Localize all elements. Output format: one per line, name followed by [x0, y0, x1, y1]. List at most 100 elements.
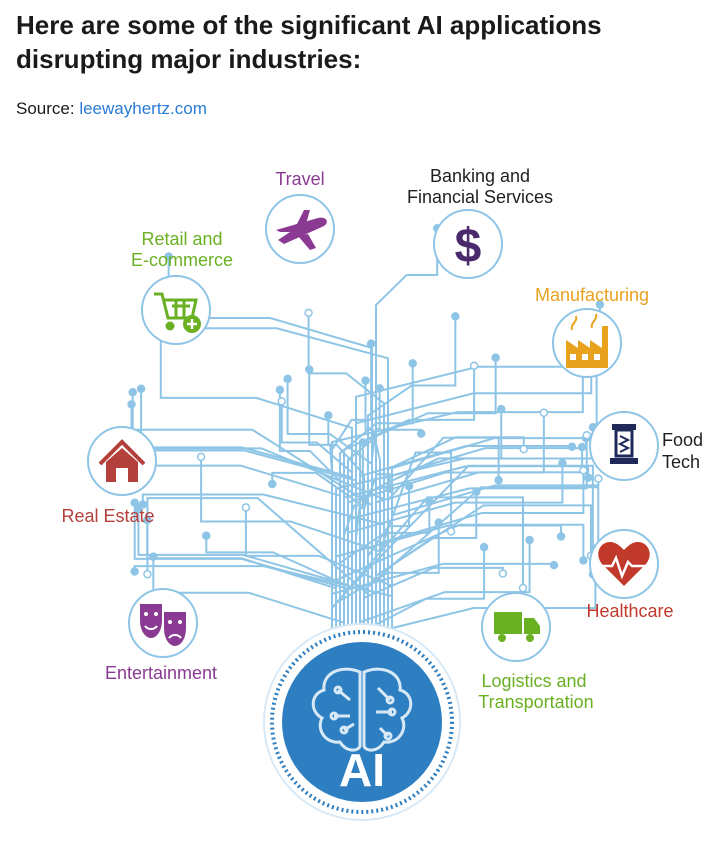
- industry-manufacturing[interactable]: Manufacturing: [535, 285, 649, 378]
- circuit-node: [275, 385, 285, 395]
- industry-logistics[interactable]: Logistics and Transportation: [478, 592, 594, 712]
- circuit-node: [491, 353, 500, 362]
- circuit-trace: [347, 412, 545, 628]
- logistics-label-line-2: Transportation: [478, 692, 593, 712]
- circuit-node: [149, 552, 158, 561]
- house-icon: [98, 439, 146, 482]
- circuit-node: [539, 408, 549, 418]
- healthcare-label: Healthcare: [586, 601, 673, 621]
- circuit-node: [498, 569, 508, 578]
- circuit-node: [358, 438, 368, 447]
- source-label: Source:: [16, 99, 75, 118]
- industry-food-tech[interactable]: Food Tech: [589, 411, 703, 481]
- circuit-node: [143, 569, 152, 579]
- industry-real-estate[interactable]: Real Estate: [61, 426, 157, 526]
- circuit-node: [582, 430, 592, 440]
- banking-label-line-1: Banking and: [430, 166, 530, 186]
- circuit-trace: [331, 348, 584, 628]
- circuit-node: [451, 312, 460, 321]
- circuit-node: [446, 527, 456, 536]
- circuit-trace: [363, 473, 391, 628]
- industry-entertainment[interactable]: Entertainment: [105, 588, 217, 683]
- industry-travel[interactable]: Travel: [265, 169, 335, 264]
- ai-hub[interactable]: AI: [263, 623, 461, 821]
- circuit-node: [385, 484, 394, 493]
- logistics-label-line-1: Logistics and: [481, 671, 586, 691]
- dollar-icon: $: [455, 220, 482, 273]
- circuit-node: [267, 479, 277, 489]
- circuit-node: [519, 444, 528, 454]
- title-line-1: Here are some of the significant AI appl…: [16, 10, 602, 40]
- circuit-node: [375, 384, 384, 393]
- industry-healthcare[interactable]: Healthcare: [586, 529, 674, 621]
- brain-icon: [311, 667, 413, 752]
- circuit-node: [408, 359, 417, 368]
- circuit-node: [425, 497, 434, 506]
- circuit-node: [128, 387, 137, 397]
- circuit-node: [130, 498, 139, 508]
- circuit-trace: [141, 493, 385, 628]
- circuit-trace: [343, 365, 476, 628]
- circuit-node: [579, 466, 588, 475]
- industry-retail[interactable]: Retail and E-commerce: [131, 229, 233, 345]
- circuit-trace: [200, 456, 381, 628]
- source-link[interactable]: leewayhertz.com: [79, 99, 207, 118]
- circuit-node: [304, 308, 313, 318]
- airplane-icon: [276, 210, 327, 250]
- circuit-trace: [363, 486, 600, 628]
- real-estate-label: Real Estate: [61, 506, 154, 526]
- circuit-node: [549, 560, 559, 570]
- circuit-node: [202, 531, 211, 541]
- circuit-node: [556, 532, 566, 541]
- retail-label-line-1: Retail and: [141, 229, 222, 249]
- circuit-node: [583, 473, 593, 482]
- circuit-node: [134, 504, 143, 514]
- food-machine-icon: [610, 424, 638, 464]
- circuit-trace: [387, 436, 525, 628]
- circuit-trace: [335, 523, 585, 628]
- circuit-node: [366, 339, 376, 348]
- title-line-2: disrupting major industries:: [16, 44, 362, 74]
- circuit-node: [579, 556, 588, 565]
- circuit-node: [434, 518, 444, 527]
- circuit-node: [241, 503, 251, 512]
- food-label-line-2: Tech: [662, 452, 700, 472]
- theater-masks-icon: [140, 604, 186, 646]
- circuit-node: [494, 475, 503, 485]
- circuit-node: [469, 361, 479, 370]
- circuit-node: [525, 535, 534, 545]
- hub-label: AI: [339, 744, 385, 796]
- circuit-node: [479, 542, 489, 552]
- circuit-node: [127, 400, 136, 409]
- page-title: Here are some of the significant AI appl…: [16, 8, 706, 76]
- circuit-node: [404, 481, 414, 491]
- circuit-trace: [137, 509, 349, 628]
- circuit-node: [283, 374, 292, 384]
- circuit-node: [136, 384, 146, 394]
- food-label-line-1: Food: [662, 430, 703, 450]
- circuit-trace: [391, 478, 600, 628]
- heartbeat-icon: [598, 542, 650, 586]
- truck-icon: [494, 612, 540, 642]
- entertainment-label: Entertainment: [105, 663, 217, 683]
- retail-label-line-2: E-commerce: [131, 250, 233, 270]
- circuit-node: [518, 583, 528, 593]
- circuit-trace: [159, 333, 353, 628]
- circuit-trace: [391, 359, 598, 628]
- source-line: Source: leewayhertz.com: [16, 99, 207, 119]
- circuit-node: [416, 429, 426, 438]
- industry-banking[interactable]: $ Banking and Financial Services: [407, 166, 553, 279]
- circuit-tree: [130, 228, 601, 640]
- circuit-node: [164, 252, 173, 261]
- circuit-trace: [335, 522, 440, 628]
- circuit-node: [558, 458, 567, 468]
- circuit-node: [594, 474, 603, 483]
- circuit-node: [196, 452, 206, 462]
- circuit-trace: [371, 388, 381, 628]
- circuit-node: [361, 376, 370, 385]
- banking-label-line-2: Financial Services: [407, 187, 553, 207]
- circuit-node: [277, 397, 286, 406]
- circuit-node: [577, 442, 587, 452]
- circuit-trace: [375, 504, 592, 628]
